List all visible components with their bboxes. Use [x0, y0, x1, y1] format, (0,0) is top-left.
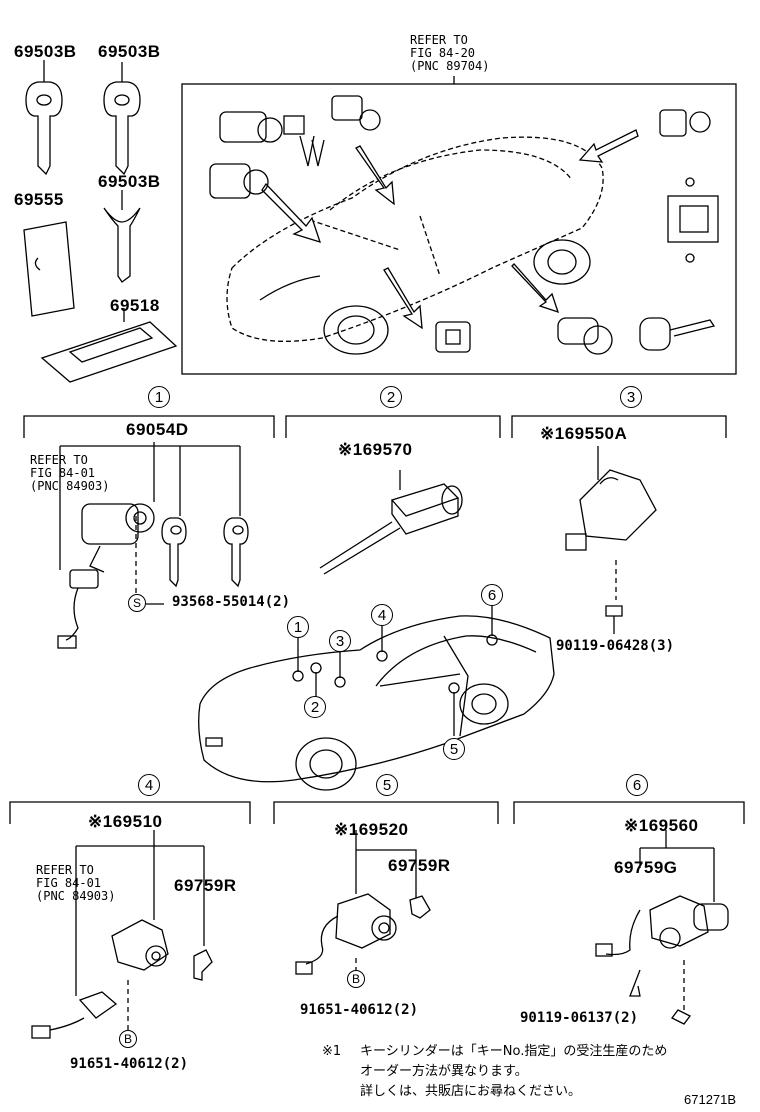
fastener-marker: B — [347, 970, 365, 988]
ignition-cylinder-icon — [81, 503, 155, 573]
location-marker: 2 — [304, 696, 326, 718]
vehicle-location-car — [198, 615, 555, 783]
section-part-number: ※169570 — [338, 440, 413, 459]
key-icon — [103, 62, 141, 176]
part-number-plate: 69555 — [14, 190, 64, 209]
footnote-line: オーダー方法が異なります。 — [360, 1064, 528, 1079]
location-marker: 5 — [443, 738, 465, 760]
footnote-mark: ※1 — [322, 1044, 342, 1059]
part-number-clip: 69759R — [174, 876, 237, 895]
section-part-number: ※169560 — [624, 816, 699, 835]
refer-note-top: REFER TO FIG 84-20 (PNC 89704) — [410, 33, 490, 73]
component-ecu — [667, 177, 719, 263]
fastener-marker: B — [119, 1030, 137, 1048]
part-number-key: 69503B — [98, 42, 161, 61]
part-number-tray: 69518 — [110, 296, 160, 315]
location-marker: 6 — [481, 584, 503, 606]
refer-note-section-1: REFER TO FIG 84-01 (PNC 84903) — [30, 453, 110, 493]
key-icon — [103, 190, 141, 283]
figure-id: 671271B — [684, 1092, 737, 1107]
section-part-number: ※169550A — [540, 424, 628, 443]
section-number: 2 — [380, 386, 402, 408]
door-lock-cylinder-icon — [111, 919, 169, 971]
part-number-bolt: 91651-40612(2) — [300, 1002, 419, 1018]
section-part-number: ※169520 — [334, 820, 409, 839]
part-number-clip: 69759G — [614, 858, 678, 877]
cylinder-clip-icon — [193, 949, 213, 981]
section-number: 5 — [376, 774, 398, 796]
key-icon — [25, 60, 63, 176]
section-number: 1 — [148, 386, 170, 408]
key-icon — [223, 517, 249, 588]
vehicle-overview-car — [226, 136, 604, 342]
location-marker: 3 — [329, 630, 351, 652]
component-door-lock — [331, 95, 381, 131]
glove-box-lock-icon — [319, 470, 463, 575]
part-number-bolt: 91651-40612(2) — [70, 1056, 189, 1072]
section-part-number: 69054D — [126, 420, 189, 439]
part-number-bolt: 90119-06428(3) — [556, 638, 675, 654]
part-number-bolt: 93568-55014(2) — [172, 594, 291, 610]
refer-note-section-4: REFER TO FIG 84-01 (PNC 84903) — [36, 863, 116, 903]
wire-harness-icon — [57, 569, 99, 649]
wire-harness-icon — [31, 991, 118, 1039]
part-number-key: 69503B — [14, 42, 77, 61]
section-number: 3 — [620, 386, 642, 408]
cylinder-clip-icon — [409, 895, 431, 919]
key-plate-icon — [23, 221, 75, 317]
section-number: 4 — [138, 774, 160, 796]
component-cylinder — [557, 317, 613, 355]
location-marker: 4 — [371, 604, 393, 626]
trunk-lock-cylinder-icon — [595, 895, 729, 997]
part-number-key: 69503B — [98, 172, 161, 191]
location-marker: 1 — [287, 616, 309, 638]
part-number-bolt: 90119-06137(2) — [520, 1010, 639, 1026]
door-lock-cylinder-icon — [565, 446, 657, 634]
door-lock-cylinder-icon — [295, 893, 397, 975]
part-number-clip: 69759R — [388, 856, 451, 875]
footnote-line: キーシリンダーは「キーNo.指定」の受注生産のため — [360, 1044, 668, 1059]
component-switch — [435, 321, 471, 353]
component-key — [639, 317, 716, 351]
key-icon — [161, 517, 187, 588]
key-tray-icon — [40, 308, 178, 383]
section-number: 6 — [626, 774, 648, 796]
component-trunk-lock — [659, 109, 711, 137]
component-ignition-cluster — [209, 111, 325, 199]
footnote-line: 詳しくは、共販店にお尋ねください。 — [360, 1084, 582, 1099]
vehicle-overview-frame — [181, 83, 737, 375]
section-part-number: ※169510 — [88, 812, 163, 831]
fastener-marker: S — [128, 594, 146, 612]
